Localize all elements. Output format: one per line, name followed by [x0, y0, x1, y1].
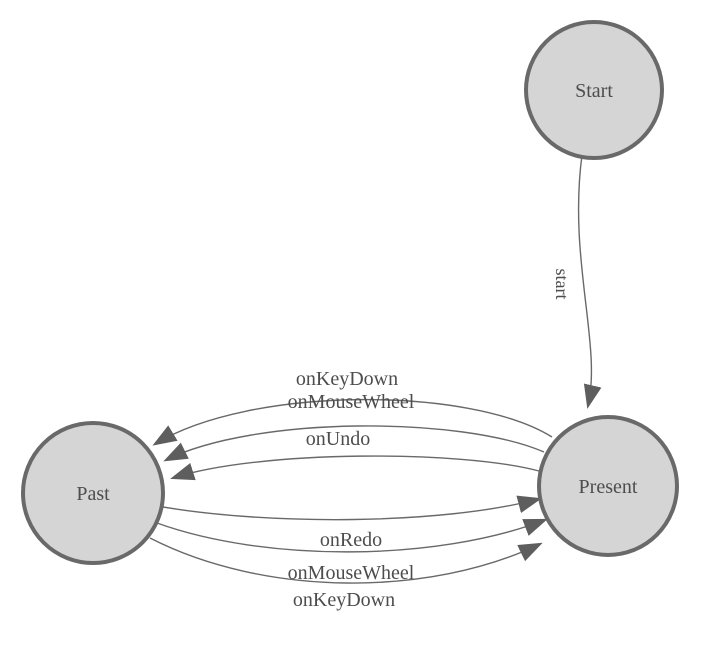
edge-line-onredo — [162, 495, 542, 521]
edge-line-onmousewheel-bottom — [156, 518, 548, 553]
edge-label-onkeydown-top: onKeyDown — [296, 368, 398, 390]
state-circle-start[interactable] — [524, 20, 664, 160]
edge-start-to-present: start — [552, 154, 602, 409]
edge-line-onkeydown-top — [152, 398, 553, 446]
edge-present-to-past-onkeydown: onKeyDown — [152, 368, 553, 446]
edge-label-onmousewheel-bottom: onMouseWheel — [288, 562, 415, 584]
edge-present-to-past-onmousewheel: onMouseWheel — [163, 391, 545, 462]
edge-past-to-present-onredo: onRedo — [162, 495, 542, 551]
edge-label-onundo: onUndo — [306, 428, 370, 450]
edge-label-onredo: onRedo — [320, 529, 382, 551]
state-label-start: Start — [575, 80, 613, 102]
state-circle-present[interactable] — [537, 415, 679, 557]
edge-label-onkeydown-bottom: onKeyDown — [293, 589, 395, 611]
state-label-present: Present — [579, 476, 638, 498]
edge-past-to-present-onkeydown: onKeyDown — [149, 537, 543, 611]
edge-line-onundo — [170, 455, 540, 481]
state-node-start[interactable]: Start — [524, 20, 664, 160]
edge-past-to-present-onmousewheel: onMouseWheel — [156, 518, 548, 584]
edge-line-onmousewheel-top — [163, 425, 545, 462]
edge-label-onmousewheel-top: onMouseWheel — [288, 391, 415, 413]
state-label-past: Past — [76, 483, 110, 505]
edge-line-start — [577, 154, 602, 409]
edge-present-to-past-onundo: onUndo — [170, 428, 540, 481]
edge-line-onkeydown-bottom — [149, 537, 543, 584]
state-circle-past[interactable] — [21, 421, 165, 565]
edge-label-start: start — [552, 269, 572, 300]
state-node-past[interactable]: Past — [21, 421, 165, 565]
state-node-present[interactable]: Present — [537, 415, 679, 557]
